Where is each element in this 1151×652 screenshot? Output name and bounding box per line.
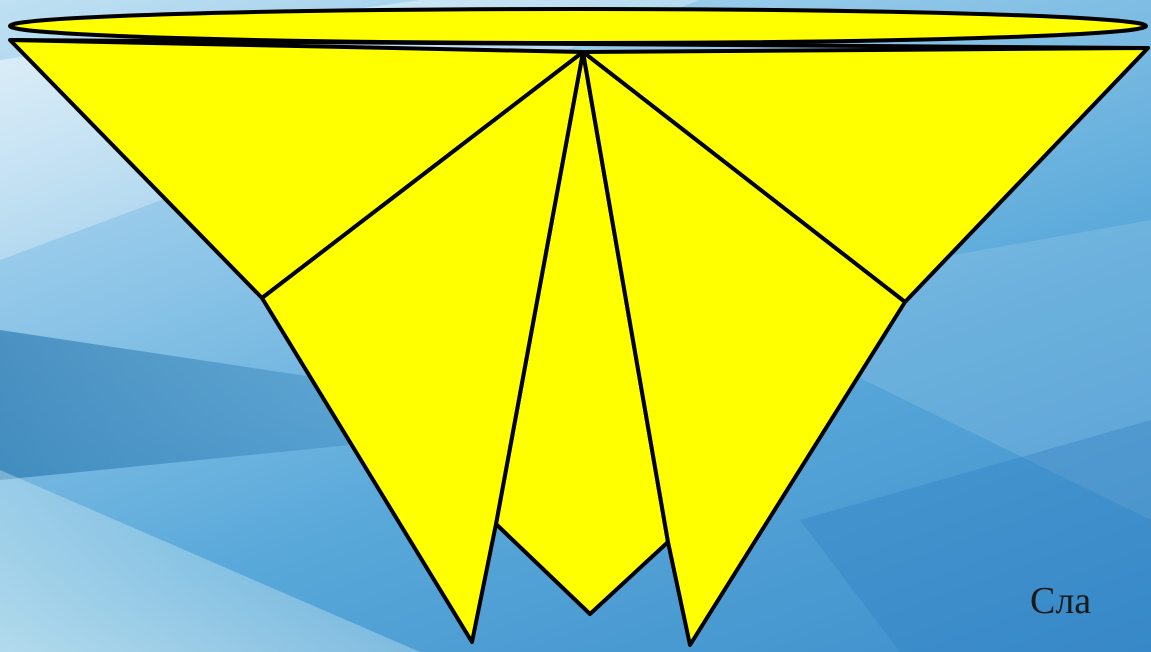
slide-caption: Сла [1030,582,1091,620]
figure-top-rim [10,9,1146,43]
